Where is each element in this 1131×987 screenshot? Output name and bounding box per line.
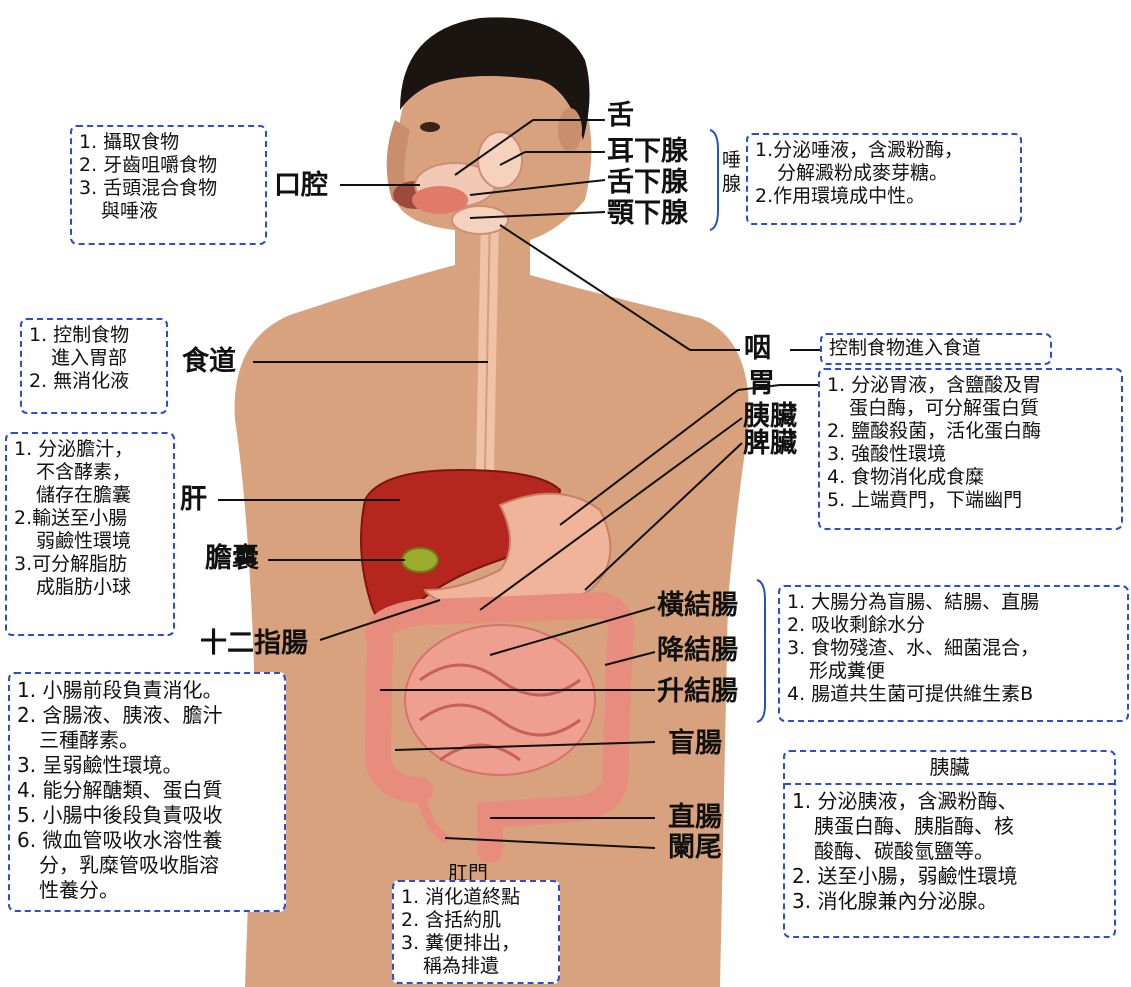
esophagus-info-box: 1. 控制食物 進入胃部 2. 無消化液: [20, 318, 168, 414]
label-duodenum: 十二指腸: [200, 630, 308, 658]
label-submandibular-gland: 顎下腺: [607, 200, 688, 228]
small-intestine-info-line: 4. 能分解醣類、蛋白質: [17, 778, 277, 803]
label-ascending-colon: 升結腸: [657, 678, 738, 706]
label-spleen: 脾臟: [743, 430, 797, 458]
liver-info-line: 2.輸送至小腸: [14, 507, 166, 530]
label-parotid-gland: 耳下腺: [607, 138, 688, 166]
liver-info-box: 1. 分泌膽汁， 不含酵素， 儲存在膽囊 2.輸送至小腸 弱鹼性環境 3.可分解…: [5, 432, 175, 636]
stomach-info-line: 5. 上端賁門，下端幽門: [827, 489, 1114, 512]
label-transverse-colon: 橫結腸: [657, 592, 738, 620]
large-intestine-info-line: 3. 食物殘渣、水、細菌混合，: [787, 637, 1120, 660]
saliva-info-line: 1.分泌唾液，含澱粉酶，: [755, 139, 1013, 162]
label-appendix: 闌尾: [668, 834, 722, 862]
esophagus-info-line: 進入胃部: [29, 347, 159, 370]
label-esophagus: 食道: [182, 348, 236, 376]
esophagus-info-line: 2. 無消化液: [29, 370, 159, 393]
pancreas-info-line: 3. 消化腺兼內分泌腺。: [792, 889, 1107, 914]
large-intestine-info-line: 2. 吸收剩餘水分: [787, 614, 1120, 637]
anus-info-box: 1. 消化道終點 2. 含括約肌 3. 糞便排出， 稱為排遺: [392, 880, 560, 984]
small-intestine-info-line: 分，乳糜管吸收脂溶: [17, 853, 277, 878]
label-cecum: 盲腸: [668, 730, 722, 758]
pancreas-info-box: 胰臟 1. 分泌胰液，含澱粉酶、 胰蛋白酶、胰脂酶、核 酸酶、碳酸氫鹽等。 2.…: [783, 750, 1116, 938]
colon-bracket: [757, 580, 765, 722]
stomach-info-line: 1. 分泌胃液，含鹽酸及胃: [827, 374, 1114, 397]
gallbladder-shape: [402, 548, 438, 572]
pancreas-info-line: 1. 分泌胰液，含澱粉酶、: [792, 789, 1107, 814]
stomach-info-line: 3. 強酸性環境: [827, 443, 1114, 466]
label-salivary-glands: 唾腺: [722, 148, 744, 196]
anus-info-line: 1. 消化道終點: [401, 886, 551, 909]
pancreas-info-line: 2. 送至小腸，弱鹼性環境: [792, 864, 1107, 889]
liver-info-line: 1. 分泌膽汁，: [14, 438, 166, 461]
small-intestine-info-line: 性養分。: [17, 878, 277, 903]
pancreas-box-title: 胰臟: [785, 752, 1114, 785]
small-intestine-info-line: 6. 微血管吸收水溶性養: [17, 828, 277, 853]
esophagus-info-line: 1. 控制食物: [29, 324, 159, 347]
large-intestine-info-line: 1. 大腸分為盲腸、結腸、直腸: [787, 591, 1120, 614]
small-intestine-info-line: 三種酵素。: [17, 728, 277, 753]
stomach-info-box: 1. 分泌胃液，含鹽酸及胃 蛋白酶，可分解蛋白質 2. 鹽酸殺菌，活化蛋白酶 3…: [818, 368, 1123, 530]
label-sublingual-gland: 舌下腺: [607, 169, 688, 197]
pancreas-info-line: 酸酶、碳酸氫鹽等。: [792, 839, 1107, 864]
liver-info-line: 不含酵素，: [14, 461, 166, 484]
anus-info-line: 3. 糞便排出，: [401, 932, 551, 955]
mouth-info-line: 2. 牙齒咀嚼食物: [79, 154, 258, 177]
liver-info-line: 儲存在膽囊: [14, 484, 166, 507]
label-mouth: 口腔: [274, 172, 328, 200]
mouth-info-line: 與唾液: [79, 200, 258, 223]
saliva-info-line: 2.作用環境成中性。: [755, 185, 1013, 208]
liver-info-line: 3.可分解脂肪: [14, 553, 166, 576]
small-intestine-shape: [405, 625, 595, 775]
pharynx-info-line: 控制食物進入食道: [829, 337, 1043, 360]
tongue-shape: [412, 186, 468, 214]
label-gallbladder: 膽囊: [205, 545, 259, 573]
large-intestine-info-line: 形成糞便: [787, 660, 1120, 683]
saliva-info-box: 1.分泌唾液，含澱粉酶， 分解澱粉成麥芽糖。 2.作用環境成中性。: [746, 133, 1022, 225]
label-pharynx: 咽: [744, 335, 771, 363]
pharynx-info-box: 控制食物進入食道: [820, 333, 1052, 365]
label-rectum: 直腸: [668, 804, 722, 832]
label-stomach: 胃: [748, 370, 775, 398]
stomach-info-line: 4. 食物消化成食糜: [827, 466, 1114, 489]
pancreas-info-line: 胰蛋白酶、胰脂酶、核: [792, 814, 1107, 839]
small-intestine-info-line: 3. 呈弱鹼性環境。: [17, 753, 277, 778]
label-tongue: 舌: [607, 102, 634, 130]
label-pancreas: 胰臟: [743, 403, 797, 431]
mouth-info-box: 1. 攝取食物 2. 牙齒咀嚼食物 3. 舌頭混合食物 與唾液: [70, 125, 267, 245]
stomach-info-line: 2. 鹽酸殺菌，活化蛋白酶: [827, 420, 1114, 443]
mouth-info-line: 3. 舌頭混合食物: [79, 177, 258, 200]
anus-info-line: 2. 含括約肌: [401, 909, 551, 932]
label-descending-colon: 降結腸: [657, 637, 738, 665]
saliva-info-line: 分解澱粉成麥芽糖。: [755, 162, 1013, 185]
small-intestine-info-line: 2. 含腸液、胰液、膽汁: [17, 703, 277, 728]
liver-info-line: 成脂肪小球: [14, 576, 166, 599]
salivary-bracket: [710, 130, 718, 230]
small-intestine-info-line: 1. 小腸前段負責消化。: [17, 678, 277, 703]
stomach-info-line: 蛋白酶，可分解蛋白質: [827, 397, 1114, 420]
anus-info-line: 稱為排遺: [401, 955, 551, 978]
mouth-info-line: 1. 攝取食物: [79, 131, 258, 154]
liver-info-line: 弱鹼性環境: [14, 530, 166, 553]
label-liver: 肝: [180, 486, 207, 514]
ear: [558, 108, 582, 152]
large-intestine-info-line: 4. 腸道共生菌可提供維生素B: [787, 683, 1120, 706]
eye: [420, 122, 440, 132]
small-intestine-info-line: 5. 小腸中後段負責吸收: [17, 803, 277, 828]
small-intestine-info-box: 1. 小腸前段負責消化。 2. 含腸液、胰液、膽汁 三種酵素。 3. 呈弱鹼性環…: [8, 672, 286, 912]
large-intestine-info-box: 1. 大腸分為盲腸、結腸、直腸 2. 吸收剩餘水分 3. 食物殘渣、水、細菌混合…: [778, 585, 1129, 722]
